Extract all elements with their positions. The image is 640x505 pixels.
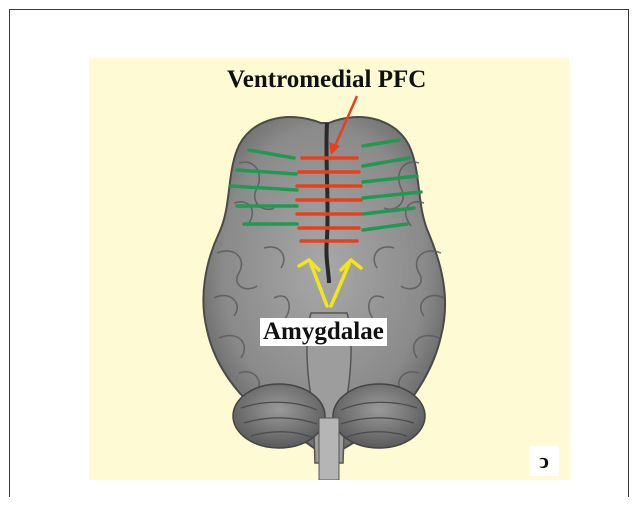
vmpfc-stripes <box>297 158 361 241</box>
amygdalae-label: Amygdalae <box>260 318 387 346</box>
panel-mark: ↄ <box>529 446 559 476</box>
cerebellum-right <box>333 384 425 448</box>
spinal-cord <box>319 418 339 480</box>
brain-figure-panel: Ventromedial PFC Amygdalae ↄ <box>89 58 569 480</box>
cerebellum-left <box>233 384 325 448</box>
brain-diagram <box>89 58 569 480</box>
vmpfc-label: Ventromedial PFC <box>227 66 426 94</box>
